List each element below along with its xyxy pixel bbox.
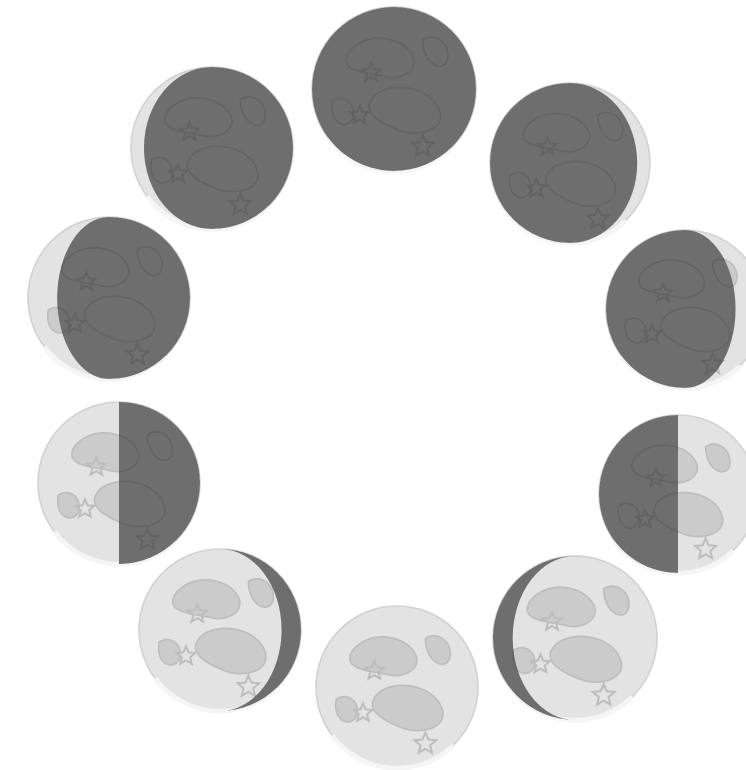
waning-crescent-2-moon	[490, 83, 650, 243]
last-quarter-moon	[599, 415, 746, 573]
first-quarter-moon	[38, 402, 200, 564]
waxing-gibbous-moon	[139, 549, 301, 711]
waxing-crescent-2-moon	[28, 217, 190, 379]
new-moon-moon	[312, 7, 476, 171]
waning-gibbous-moon	[493, 556, 657, 720]
waxing-crescent-moon	[131, 67, 293, 229]
moon-phase-ring	[28, 7, 746, 768]
full-moon-moon	[316, 606, 478, 768]
waning-crescent-moon	[606, 230, 746, 388]
